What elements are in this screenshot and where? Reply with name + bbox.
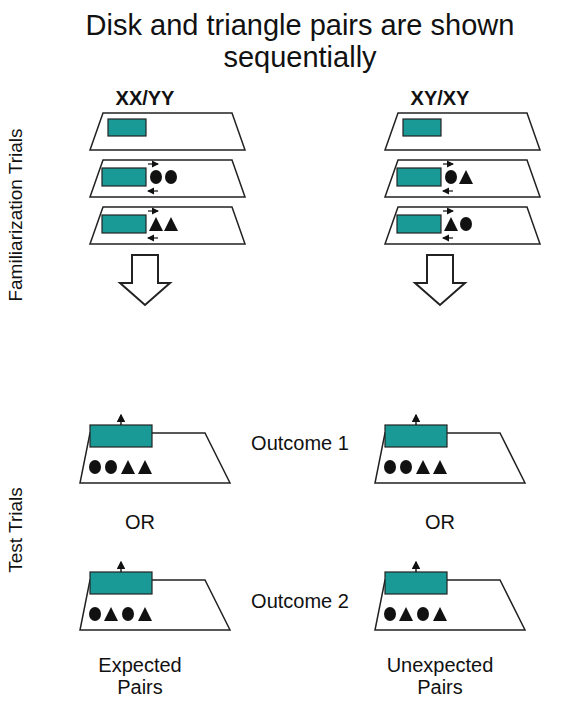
or-label: OR	[425, 511, 455, 533]
condition-label: XX/YY	[116, 87, 175, 109]
pairs-label: Expected Pairs	[80, 654, 200, 698]
pairs-label: Unexpected Pairs	[380, 654, 500, 698]
row-label: Familiarization Trials	[6, 128, 27, 301]
title: Disk and triangle pairs are shown sequen…	[35, 10, 565, 74]
outcome-label: Outcome 1	[251, 432, 349, 454]
or-label: OR	[125, 511, 155, 533]
outcome-label: Outcome 2	[251, 590, 349, 612]
row-label: Test Trials	[6, 487, 27, 573]
condition-label: XY/XY	[411, 87, 470, 109]
